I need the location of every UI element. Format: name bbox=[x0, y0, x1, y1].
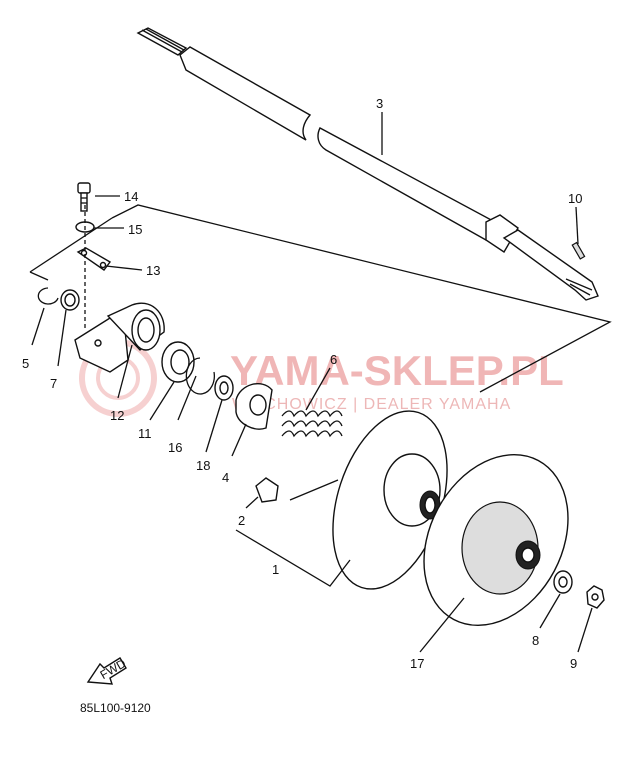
callout-3: 3 bbox=[376, 96, 383, 111]
callout-18: 18 bbox=[196, 458, 210, 473]
nut-part-9 bbox=[586, 585, 605, 609]
callouts: 1 2 3 4 5 6 7 8 9 10 11 12 13 14 15 16 1… bbox=[22, 96, 582, 671]
fwd-label: FWD bbox=[98, 656, 129, 682]
callout-4: 4 bbox=[222, 470, 229, 485]
callout-5: 5 bbox=[22, 356, 29, 371]
callout-13: 13 bbox=[146, 263, 160, 278]
primary-sheave-part-1 bbox=[332, 410, 448, 590]
slider-part-2 bbox=[255, 477, 279, 503]
callout-9: 9 bbox=[570, 656, 577, 671]
spring-part-6 bbox=[281, 410, 343, 438]
plate-part-13 bbox=[76, 247, 112, 271]
washer-part-18 bbox=[214, 375, 234, 401]
key-part-10 bbox=[571, 241, 586, 260]
callout-10: 10 bbox=[568, 191, 582, 206]
circlip-part-5 bbox=[37, 287, 59, 305]
callout-1: 1 bbox=[272, 562, 279, 577]
bearing-part-11 bbox=[161, 341, 195, 383]
callout-11: 11 bbox=[138, 426, 152, 441]
watermark-brand: YAMA-SKLEP.PL bbox=[230, 347, 564, 394]
shaft-part-3 bbox=[136, 27, 599, 301]
callout-2: 2 bbox=[238, 513, 245, 528]
callout-6: 6 bbox=[330, 352, 337, 367]
circlip-part-16 bbox=[185, 357, 215, 395]
callout-12: 12 bbox=[110, 408, 124, 423]
washer-part-8 bbox=[553, 570, 573, 594]
callout-16: 16 bbox=[168, 440, 182, 455]
assembly-outline bbox=[29, 204, 612, 393]
callout-17: 17 bbox=[410, 656, 424, 671]
watermark: YAMA-SKLEP.PL WWCHOWICZ | DEALER YAMAHA bbox=[79, 339, 564, 417]
bolt-part-14 bbox=[77, 182, 91, 212]
callout-15: 15 bbox=[128, 222, 142, 237]
leader-lines bbox=[31, 112, 593, 653]
secondary-sheave-part-17 bbox=[423, 454, 569, 626]
spring-seat-part-4 bbox=[235, 382, 273, 430]
fwd-arrow-icon: FWD bbox=[86, 656, 129, 685]
housing-part-12 bbox=[74, 302, 165, 373]
callout-8: 8 bbox=[532, 633, 539, 648]
callout-7: 7 bbox=[50, 376, 57, 391]
watermark-subtitle: WWCHOWICZ | DEALER YAMAHA bbox=[232, 396, 511, 413]
diagram-code: 85L100-9120 bbox=[80, 701, 151, 715]
seal-part-7 bbox=[60, 289, 80, 311]
callout-14: 14 bbox=[124, 189, 138, 204]
